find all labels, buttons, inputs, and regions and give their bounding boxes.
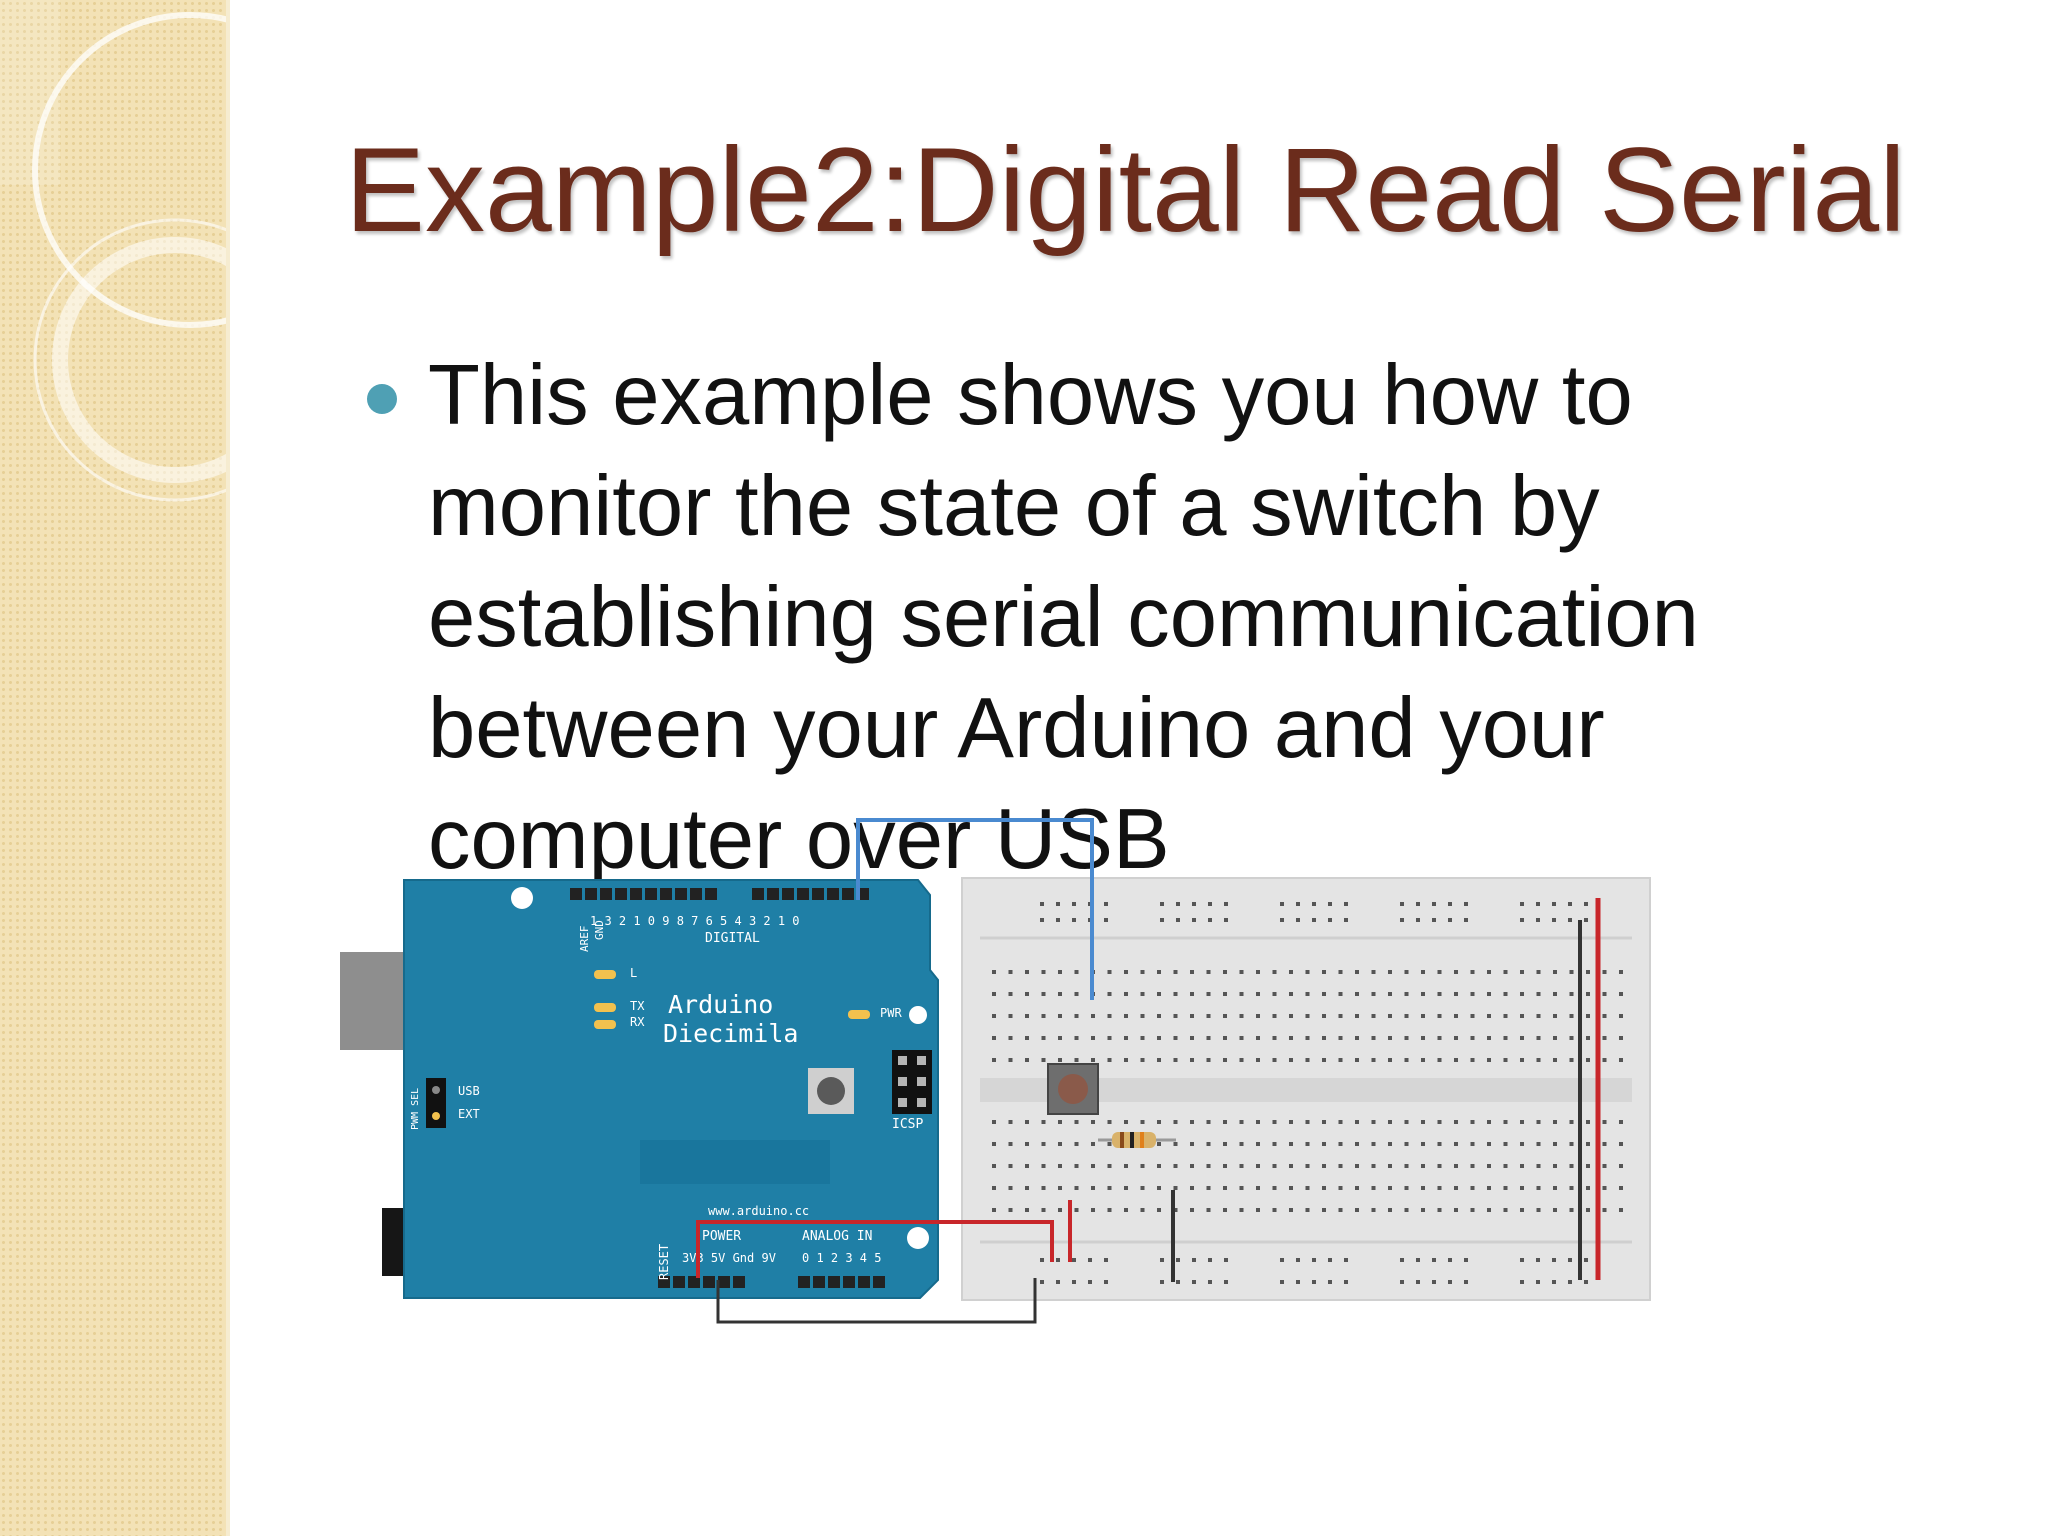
board-name-1: Arduino: [668, 990, 773, 1019]
aref-label: AREF: [578, 926, 591, 953]
rx-label: RX: [630, 1015, 645, 1029]
pwr-label: PWR: [880, 1006, 902, 1020]
icsp-label: ICSP: [892, 1117, 923, 1132]
sidebar-edge: [226, 0, 230, 1536]
decorative-circles: [0, 0, 230, 502]
sidebar-decoration: [0, 0, 230, 1536]
power-pins-label: 3V3 5V Gnd 9V: [682, 1251, 776, 1265]
arduino-board: [403, 879, 939, 1299]
digital-pins: 1 3 2 1 0 9 8 7 6 5 4 3 2 1 0: [590, 914, 800, 928]
analog-label: ANALOG IN: [802, 1229, 872, 1244]
wire-black-ground: [716, 1278, 1037, 1324]
tx-label: TX: [630, 999, 645, 1013]
board-name-2: Diecimila: [663, 1019, 798, 1048]
usb-label: USB: [458, 1084, 480, 1098]
circuit-diagram: Arduino Diecimila DIGITAL 1 3 2 1 0 9 8 …: [340, 810, 1670, 1340]
l-label: L: [630, 966, 637, 980]
bullet-dot: [367, 384, 397, 414]
power-label: POWER: [702, 1229, 741, 1244]
breadboard-holes: [992, 902, 1623, 1284]
gnd-label: GND: [593, 920, 606, 940]
ext-label: EXT: [458, 1107, 480, 1121]
wire-red-power: [696, 1220, 1054, 1278]
digital-label: DIGITAL: [705, 931, 760, 946]
website-label: www.arduino.cc: [708, 1204, 809, 1218]
circuit-svg: Arduino Diecimila DIGITAL 1 3 2 1 0 9 8 …: [340, 818, 1651, 1324]
slide-title: Example2:Digital Read Serial: [345, 123, 1906, 257]
pwm-sel-label: PWM SEL: [410, 1088, 421, 1130]
reset-label: RESET: [657, 1244, 671, 1280]
bullet-text: This example shows you how to monitor th…: [428, 348, 1699, 887]
analog-pins-label: 0 1 2 3 4 5: [802, 1251, 881, 1265]
header-pins: [570, 888, 885, 1288]
wire-blue: [856, 818, 1094, 1000]
